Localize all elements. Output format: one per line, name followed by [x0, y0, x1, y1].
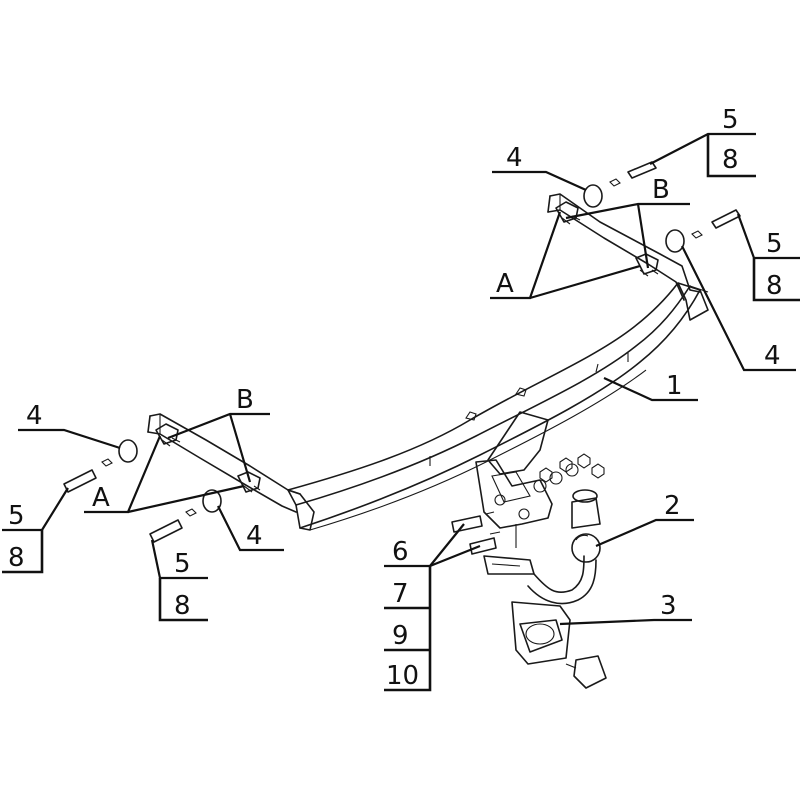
label-part-9: 9 [392, 621, 409, 651]
crossbar-part-1 [287, 282, 709, 531]
electrical-socket-part-3 [511, 601, 607, 689]
right-side-bracket [547, 193, 701, 301]
ball-cover-cap [571, 489, 601, 529]
label-part-5-right: 5 [766, 229, 783, 259]
callout-labels: 1 2 3 4 4 4 4 5 8 5 8 5 8 5 8 A B A B 6 … [8, 105, 783, 691]
label-part-4-top: 4 [506, 143, 523, 173]
label-part-4-left: 4 [26, 401, 43, 431]
label-part-1: 1 [666, 371, 683, 401]
hitch-mount-plate [475, 411, 553, 548]
label-part-8-top: 8 [722, 145, 739, 175]
left-side-bracket [147, 413, 301, 513]
label-part-5-top: 5 [722, 105, 739, 135]
hitch-fasteners [451, 453, 605, 555]
label-part-8-left: 8 [8, 543, 25, 573]
label-part-3: 3 [660, 591, 677, 621]
label-part-4-right: 4 [764, 341, 781, 371]
side-fasteners [63, 161, 741, 543]
label-part-10: 10 [386, 661, 419, 691]
label-point-a-right: A [496, 269, 514, 299]
label-part-6: 6 [392, 537, 409, 567]
label-part-4-bottom: 4 [246, 521, 263, 551]
label-part-5-bottom: 5 [174, 549, 191, 579]
label-point-b-left: B [236, 385, 254, 415]
leader-lines [2, 132, 800, 692]
label-part-5-left: 5 [8, 501, 25, 531]
label-point-a-left: A [92, 483, 110, 513]
label-part-7: 7 [392, 579, 409, 609]
label-part-8-bottom: 8 [174, 591, 191, 621]
label-point-b-right: B [652, 175, 670, 205]
tow-ball-neck-part-2 [483, 533, 601, 605]
label-part-2: 2 [664, 491, 681, 521]
label-part-8-right: 8 [766, 271, 783, 301]
